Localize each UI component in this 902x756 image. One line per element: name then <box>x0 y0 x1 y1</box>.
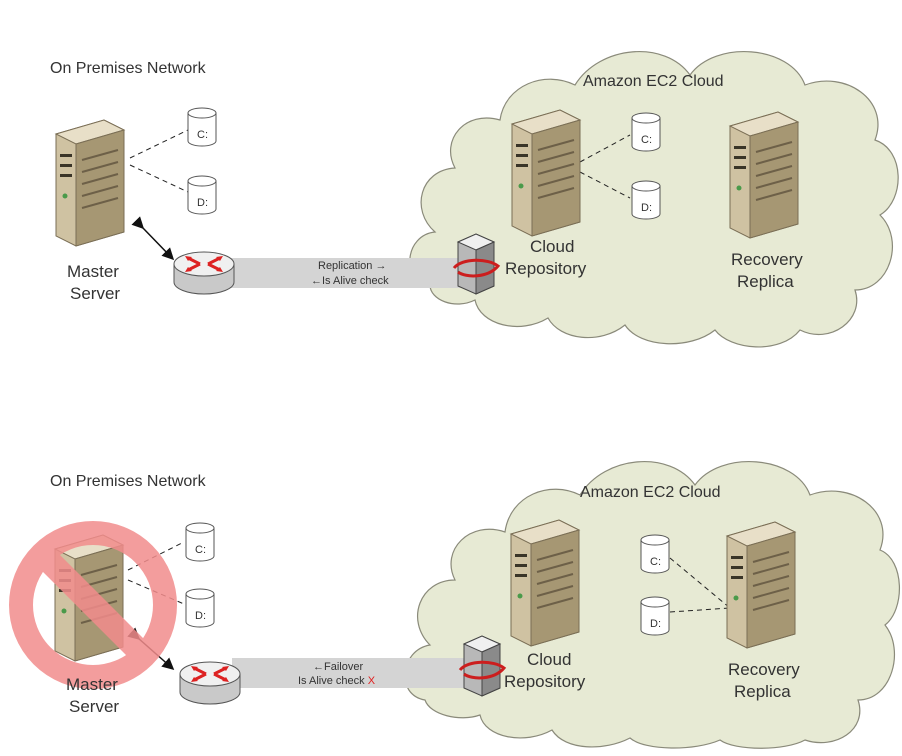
cloud-repository-icon <box>511 109 581 237</box>
repo-label-1: Cloud <box>530 237 574 256</box>
router-icon <box>178 660 242 706</box>
failure-prohibited-icon <box>9 521 177 689</box>
recovery-replica-icon <box>726 521 796 649</box>
link-label-2: Is Alive check X <box>298 675 376 687</box>
cloud-repository-icon <box>510 519 580 647</box>
panel-top: On Premises Network Amazon EC2 Cloud Rep… <box>50 51 899 348</box>
on-prem-label: On Premises Network <box>50 60 207 77</box>
replica-label-2: Replica <box>737 272 794 291</box>
master-label-1: Master <box>66 675 118 694</box>
recovery-replica-icon <box>729 111 799 239</box>
drive-label: D: <box>641 202 652 214</box>
repo-label-2: Repository <box>504 672 586 691</box>
cloud-label: Amazon EC2 Cloud <box>583 73 724 90</box>
link-label-1: ←Failover <box>313 661 363 673</box>
drive-label: D: <box>197 197 208 209</box>
master-label-2: Server <box>69 697 119 716</box>
master-server-icon <box>55 119 125 247</box>
drive-label: C: <box>641 134 652 146</box>
drive-label: D: <box>650 618 661 630</box>
link-label-2: ←Is Alive check <box>311 275 389 287</box>
drive-label: C: <box>197 129 208 141</box>
drive-label: D: <box>195 610 206 622</box>
replica-label-2: Replica <box>734 682 791 701</box>
router-icon <box>172 250 236 296</box>
link-band <box>228 258 470 288</box>
on-prem-label: On Premises Network <box>50 473 207 490</box>
replica-label-1: Recovery <box>728 660 800 679</box>
repo-label-1: Cloud <box>527 650 571 669</box>
master-label-1: Master <box>67 262 119 281</box>
drive-label: C: <box>650 556 661 568</box>
repo-label-2: Repository <box>505 259 587 278</box>
cloud-label: Amazon EC2 Cloud <box>580 484 721 501</box>
master-label-2: Server <box>70 284 120 303</box>
link-band <box>232 658 470 688</box>
replica-label-1: Recovery <box>731 250 803 269</box>
firewall-icon <box>452 232 500 296</box>
panel-bottom: On Premises Network Amazon EC2 Cloud ←Fa… <box>9 461 901 749</box>
firewall-icon <box>458 634 506 698</box>
drive-label: C: <box>195 544 206 556</box>
link-label-1: Replication → <box>318 260 386 272</box>
